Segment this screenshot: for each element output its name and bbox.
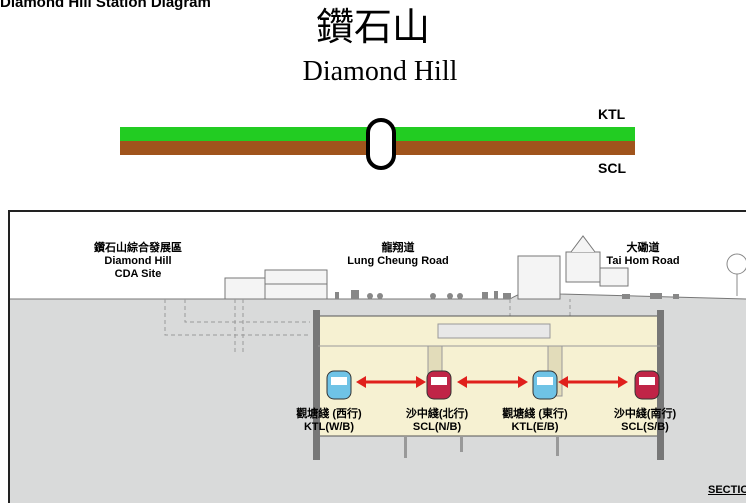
- station-interchange-marker: [366, 118, 396, 170]
- platform-label-cn: 沙中綫(南行): [613, 408, 677, 420]
- station-section-panel: 鑽石山綜合發展區 Diamond Hill CDA Site 龍翔道 Lung …: [8, 210, 746, 503]
- platform-label-cn: 觀塘綫 (西行): [296, 408, 362, 420]
- road-label-en: Diamond Hill: [104, 255, 172, 267]
- underground-foundations: [164, 299, 571, 352]
- station-name-english: Diamond Hill: [302, 56, 458, 87]
- ktl-line-label: KTL: [598, 106, 626, 122]
- diaphragm-wall-right: [657, 310, 664, 460]
- road-label-en: Lung Cheung Road: [347, 255, 449, 267]
- platform-label-cn: 沙中綫(北行): [405, 408, 469, 420]
- road-label-cn: 大磡道: [626, 242, 660, 254]
- ktl-westbound-train-icon: [326, 370, 352, 400]
- platform-label-en: KTL(E/B): [511, 421, 559, 433]
- road-label-cda-site: 鑽石山綜合發展區 Diamond Hill CDA Site: [68, 242, 208, 281]
- scl-northbound-train-icon: [426, 370, 452, 400]
- subway-link: [437, 323, 551, 339]
- tree-icon: [726, 253, 746, 296]
- interchange-arrow-icon: [457, 376, 528, 388]
- platform-label-en: SCL(S/B): [621, 421, 669, 433]
- platform-label-en: SCL(N/B): [412, 421, 462, 433]
- cda-site-building: [224, 269, 328, 300]
- road-label-tai-hom: 大磡道 Tai Hom Road: [588, 242, 698, 268]
- roadside-building: [517, 235, 629, 300]
- platform-label-scl-nb: 沙中綫(北行) SCL(N/B): [392, 408, 482, 434]
- page-title: Diamond Hill Station Diagram: [0, 0, 211, 11]
- street-furniture: [335, 290, 679, 299]
- platform-label-en: KTL(W/B): [303, 421, 355, 433]
- road-label-lung-cheung: 龍翔道 Lung Cheung Road: [328, 242, 468, 268]
- road-label-cn: 鑽石山綜合發展區: [94, 242, 182, 254]
- platform-label-scl-sb: 沙中綫(南行) SCL(S/B): [600, 408, 690, 434]
- platform-label-cn: 觀塘綫 (東行): [502, 408, 568, 420]
- road-label-en: CDA Site: [114, 268, 162, 280]
- piles: [404, 436, 559, 458]
- ktl-eastbound-train-icon: [532, 370, 558, 400]
- scl-line-label: SCL: [598, 160, 626, 176]
- platform-label-ktl-wb: 觀塘綫 (西行) KTL(W/B): [284, 408, 374, 434]
- section-label: SECTION: [708, 484, 746, 496]
- section-drawing: [10, 235, 746, 503]
- interchange-arrow-icon: [356, 376, 426, 388]
- platform-label-ktl-eb: 觀塘綫 (東行) KTL(E/B): [490, 408, 580, 434]
- interchange-arrow-icon: [558, 376, 628, 388]
- scl-southbound-train-icon: [634, 370, 660, 400]
- road-label-en: Tai Hom Road: [606, 255, 680, 267]
- station-name-chinese: 鑽石山: [315, 5, 430, 49]
- road-label-cn: 龍翔道: [381, 242, 415, 254]
- diaphragm-wall-left: [313, 310, 320, 460]
